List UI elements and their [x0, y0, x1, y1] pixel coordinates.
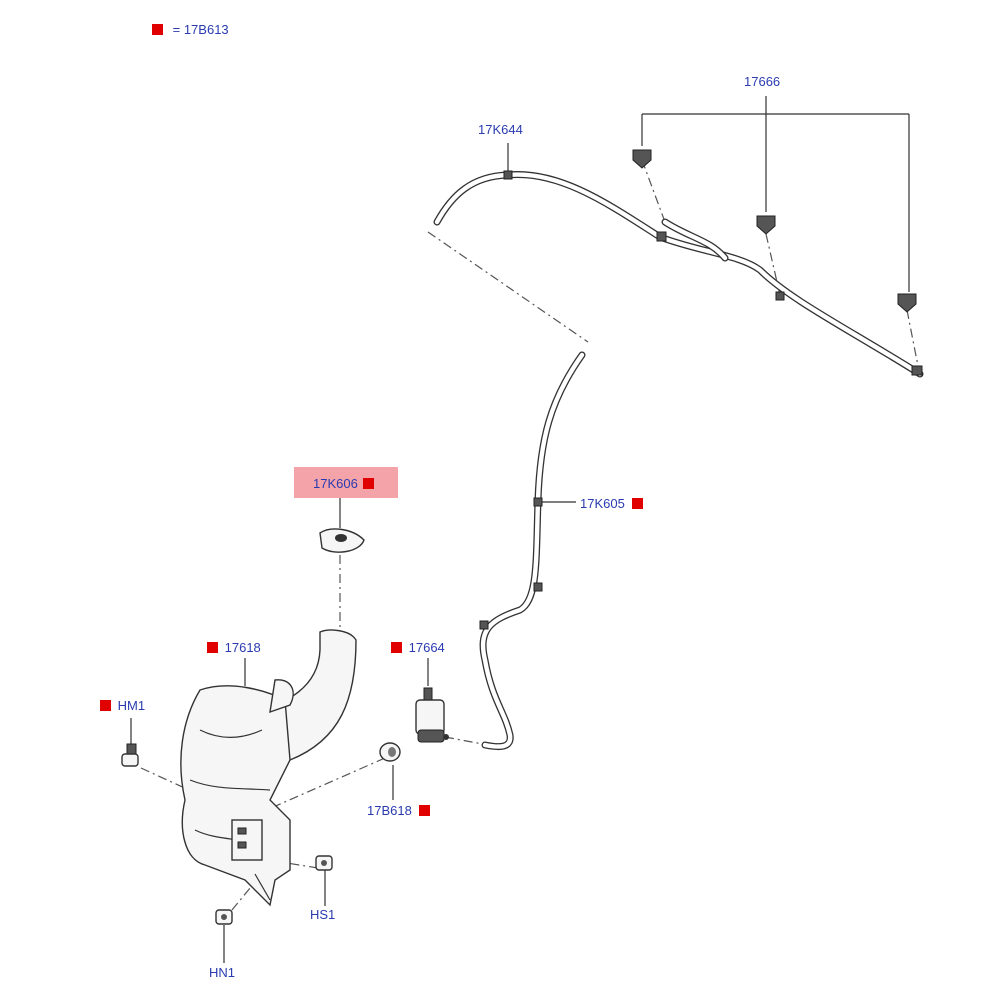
label-17b618-wrap[interactable]: 17B618 [367, 803, 431, 819]
dash-17b618 [261, 757, 386, 813]
label-hm1: HM1 [117, 698, 146, 713]
label-17664-wrap[interactable]: 17664 [391, 640, 445, 656]
reservoir [180, 629, 357, 907]
label-17664: 17664 [408, 640, 445, 655]
grommet [379, 742, 401, 762]
leader-lines [130, 96, 910, 963]
label-17618: 17618 [224, 640, 261, 655]
dash-nozzle-3 [906, 309, 919, 367]
label-hn1[interactable]: HN1 [209, 965, 236, 980]
washer-pump [415, 687, 449, 743]
marker-17k605 [632, 498, 644, 509]
highlight-17k606 [294, 467, 398, 498]
filler-cap [319, 528, 365, 553]
leader-17666 [641, 96, 910, 292]
fasteners [121, 743, 333, 925]
label-17k605: 17K605 [580, 496, 625, 511]
nut-hn1 [215, 909, 233, 925]
hose-17k644 [433, 170, 924, 378]
label-hm1-wrap[interactable]: HM1 [100, 698, 145, 714]
legend-text: = 17B613 [172, 22, 229, 37]
marker-17664 [391, 642, 402, 653]
label-17666[interactable]: 17666 [744, 74, 781, 89]
dash-hm1 [140, 767, 201, 796]
bolt-hm1 [121, 743, 139, 767]
legend: = 17B613 [152, 22, 229, 38]
marker-hm1 [100, 700, 111, 711]
label-17k644[interactable]: 17K644 [478, 122, 523, 137]
dash-hose-join [427, 231, 589, 343]
label-17b618: 17B618 [367, 803, 412, 818]
legend-marker [152, 24, 163, 35]
label-17k606-wrap[interactable]: 17K606 [313, 476, 375, 492]
nozzles-17666 [632, 149, 917, 313]
marker-17k606 [363, 478, 375, 489]
marker-17b618 [419, 805, 431, 816]
dash-hn1 [231, 881, 256, 911]
nut-hs1 [315, 855, 333, 871]
label-17k605-wrap[interactable]: 17K605 [580, 496, 644, 512]
hose-17k605 [479, 351, 586, 751]
label-hs1[interactable]: HS1 [310, 907, 336, 922]
dash-nozzle-1 [641, 159, 666, 223]
label-17618-wrap[interactable]: 17618 [207, 640, 261, 656]
dash-pump [444, 736, 489, 746]
label-17k606: 17K606 [313, 476, 358, 491]
marker-17618 [207, 642, 218, 653]
